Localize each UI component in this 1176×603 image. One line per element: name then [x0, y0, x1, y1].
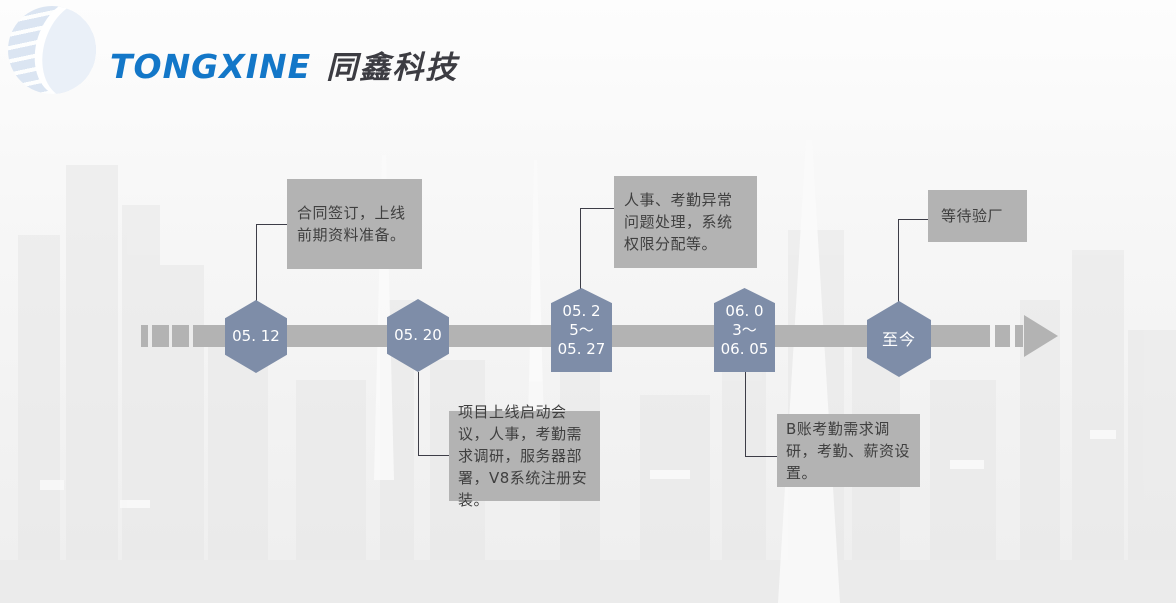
milestone-date: 05. 2 5～ 05. 27 — [557, 301, 606, 358]
callout-milestone-1: 合同签订，上线前期资料准备。 — [287, 179, 422, 269]
connector-milestone-2 — [418, 372, 450, 456]
connector-milestone-1 — [256, 224, 288, 301]
milestone-hexagon-4: 06. 0 3～ 06. 05 — [714, 288, 775, 372]
milestone-date: 至今 — [881, 329, 916, 349]
connector-milestone-3 — [580, 208, 615, 289]
callout-milestone-4: B账考勤需求调研，考勤、薪资设置。 — [777, 414, 920, 487]
milestone-date: 05. 20 — [394, 326, 442, 344]
callout-milestone-5: 等待验厂 — [928, 190, 1027, 242]
timeline-arrowhead-icon — [1024, 315, 1058, 357]
timeline-dash — [172, 325, 189, 347]
milestone-date: 06. 0 3～ 06. 05 — [720, 301, 769, 358]
globe-icon — [8, 6, 96, 94]
timeline-dash — [995, 325, 1010, 347]
connector-milestone-4 — [745, 371, 778, 457]
brand-text: TONGXINE 同鑫科技 — [110, 42, 458, 87]
callout-text: 项目上线启动会议，人事，考勤需求调研，服务器部署，V8系统注册安装。 — [458, 403, 588, 509]
milestone-hexagon-3: 05. 2 5～ 05. 27 — [551, 288, 612, 372]
connector-milestone-5 — [898, 219, 929, 302]
timeline-dash — [1015, 325, 1023, 347]
callout-text: B账考勤需求调研，考勤、薪资设置。 — [786, 419, 911, 482]
timeline-dash — [141, 325, 148, 347]
milestone-hexagon-5: 至今 — [867, 301, 931, 377]
timeline-dash — [152, 325, 169, 347]
brand-name-cn: 同鑫科技 — [326, 49, 459, 86]
milestone-date: 05. 12 — [232, 327, 280, 345]
callout-text: 人事、考勤异常问题处理，系统权限分配等。 — [624, 191, 733, 253]
callout-milestone-3: 人事、考勤异常问题处理，系统权限分配等。 — [614, 176, 757, 268]
brand-name-en: TONGXINE — [110, 46, 312, 86]
callout-text: 合同签订，上线前期资料准备。 — [297, 204, 406, 244]
callout-milestone-2: 项目上线启动会议，人事，考勤需求调研，服务器部署，V8系统注册安装。 — [449, 403, 600, 509]
company-logo: TONGXINE 同鑫科技 — [8, 6, 458, 94]
callout-text: 等待验厂 — [941, 207, 1004, 225]
